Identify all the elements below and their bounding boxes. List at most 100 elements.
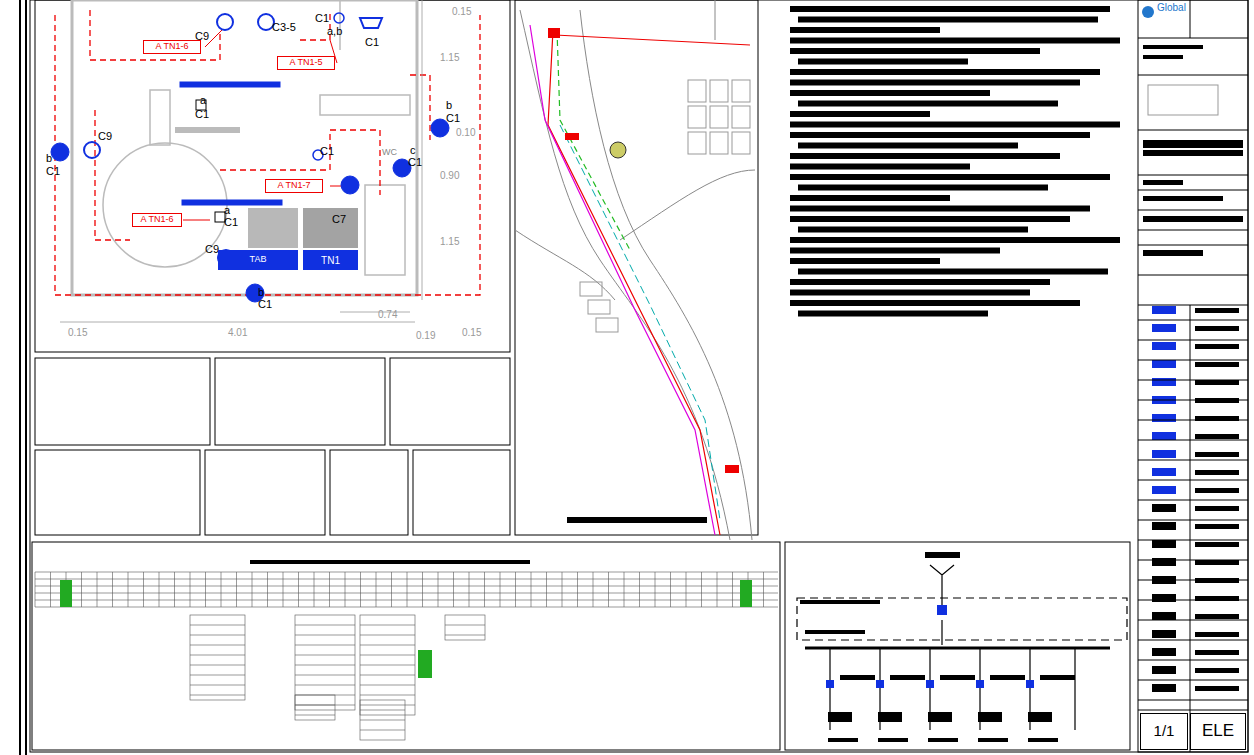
shape <box>1152 558 1176 566</box>
circuit-tag: A TN1-7 <box>265 179 323 193</box>
shape <box>790 258 940 264</box>
shape <box>445 615 485 640</box>
drawing-label: C1 <box>365 36 379 48</box>
drawing-label: 0.74 <box>378 309 397 320</box>
shape <box>978 738 1008 742</box>
shape <box>790 38 1120 44</box>
drawing-label: 0.90 <box>440 170 459 181</box>
shape <box>798 185 1048 191</box>
drawing-label: C1 <box>315 12 329 24</box>
shape <box>790 206 1090 212</box>
shape <box>840 675 875 680</box>
shape <box>1195 650 1239 655</box>
shape <box>1195 614 1239 619</box>
shape <box>1195 308 1239 313</box>
shape <box>710 106 728 128</box>
shape <box>790 290 1030 296</box>
shape <box>790 80 1080 86</box>
shape <box>588 300 610 314</box>
shape <box>688 132 706 154</box>
shape <box>250 560 530 564</box>
node-text: A TN1-7 <box>278 181 311 191</box>
shape <box>1195 686 1239 691</box>
shape <box>790 90 990 96</box>
shape <box>1152 360 1176 368</box>
shape <box>990 675 1025 680</box>
drawing-label: Global <box>1157 2 1186 13</box>
shape <box>732 80 750 102</box>
shape <box>360 700 405 740</box>
shape <box>798 269 1108 275</box>
shape <box>790 153 1060 159</box>
shape <box>790 300 1080 306</box>
drawing-label: C1 <box>195 108 209 120</box>
shape <box>790 27 940 33</box>
shape <box>732 106 750 128</box>
shape <box>1195 506 1239 511</box>
shape <box>1195 632 1239 637</box>
shape <box>1152 342 1176 350</box>
drawing-label: c <box>410 144 416 156</box>
shape <box>878 738 908 742</box>
shape <box>890 675 925 680</box>
drawing-label: a <box>224 204 230 216</box>
shape <box>60 580 72 607</box>
shape <box>790 111 930 117</box>
shape <box>1195 470 1239 475</box>
shape <box>1152 486 1176 494</box>
node-text: A TN1-6 <box>141 215 174 225</box>
shape <box>688 80 706 102</box>
shape <box>1143 140 1243 148</box>
drawing-label: C1 <box>258 298 272 310</box>
shape <box>978 712 1002 722</box>
node-text: TN1 <box>321 255 340 266</box>
shape <box>1152 306 1176 314</box>
drawing-label: C1 <box>224 216 238 228</box>
shape <box>828 712 852 722</box>
shape <box>1148 85 1218 115</box>
shape <box>1152 432 1176 440</box>
shape <box>1152 468 1176 476</box>
shape <box>1152 504 1176 512</box>
shape <box>1143 216 1243 222</box>
shape <box>1195 344 1239 349</box>
shape <box>800 600 880 604</box>
drawing-label: b <box>446 99 452 111</box>
shape <box>925 552 960 558</box>
drawing-label: 0.15 <box>452 6 471 17</box>
shape <box>790 164 970 170</box>
shape <box>790 216 1070 222</box>
shape <box>790 6 1110 12</box>
shape <box>940 675 975 680</box>
drawing-label: 0.10 <box>456 127 475 138</box>
shape <box>1195 326 1239 331</box>
drawing-label: 1.15 <box>440 52 459 63</box>
shape <box>1143 196 1223 201</box>
shape <box>1040 675 1075 680</box>
shape <box>1195 362 1239 367</box>
node-text: 1/1 <box>1154 723 1175 740</box>
node-text: ELE <box>1202 722 1234 741</box>
shape <box>798 227 1028 233</box>
drawing-label: 0.15 <box>68 327 87 338</box>
shape <box>1152 648 1176 656</box>
shape <box>1152 666 1176 674</box>
shape <box>1152 540 1176 548</box>
shape <box>1195 668 1239 673</box>
drawing-label: C7 <box>332 213 346 225</box>
panel-box: TAB <box>218 250 298 270</box>
drawing-label: C1 <box>446 112 460 124</box>
shape <box>295 615 355 710</box>
shape <box>798 311 988 317</box>
shape <box>1143 250 1203 256</box>
shape <box>798 101 1058 107</box>
drawing-label: C1 <box>320 145 334 157</box>
title-cell: 1/1 <box>1140 713 1188 750</box>
shape <box>790 48 1040 54</box>
node-text: TAB <box>250 255 267 265</box>
drawing-label: b <box>258 286 264 298</box>
drawing-label: a,b <box>327 25 342 37</box>
shape <box>1028 712 1052 722</box>
shape <box>580 282 602 296</box>
drawing-label: a <box>200 94 206 106</box>
